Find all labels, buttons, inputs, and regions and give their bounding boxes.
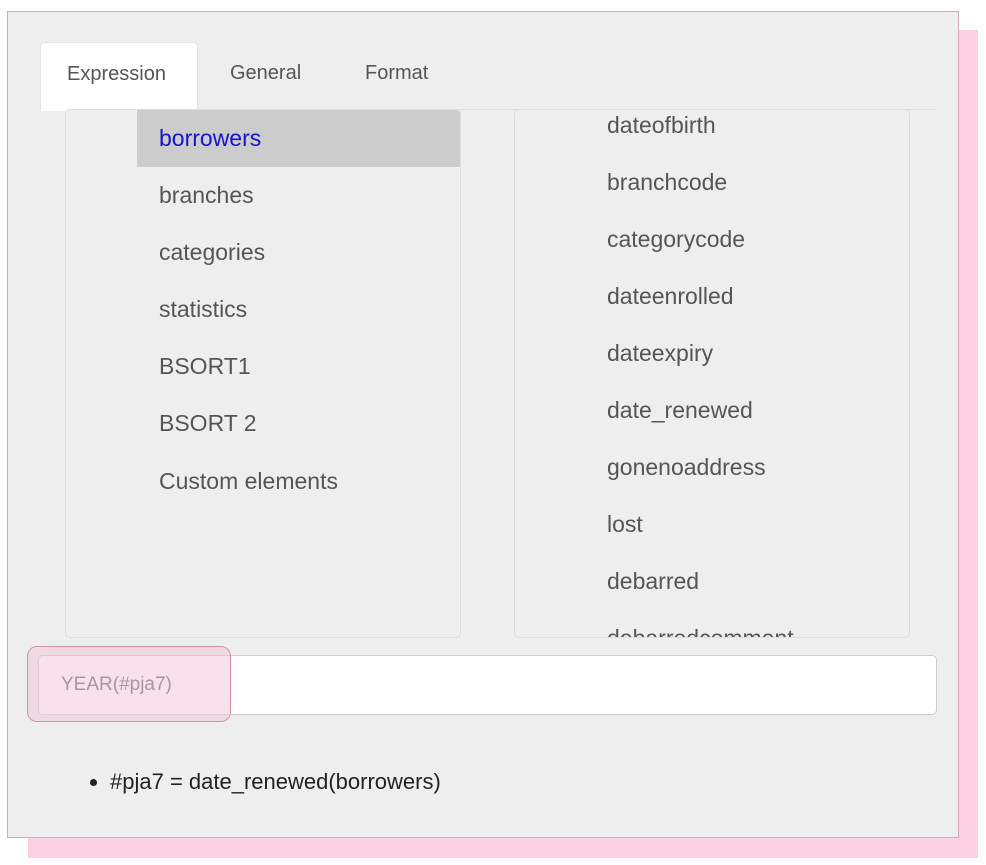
field-item-dateofbirth[interactable]: dateofbirth: [607, 112, 716, 138]
field-list[interactable]: dateofbirth branchcode categorycode date…: [514, 109, 910, 638]
table-item-custom-elements[interactable]: Custom elements: [159, 468, 338, 494]
table-item-bsort1[interactable]: BSORT1: [159, 353, 251, 379]
field-item-dateexpiry[interactable]: dateexpiry: [607, 340, 714, 366]
variable-definitions: #pja7 = date_renewed(borrowers): [88, 769, 441, 795]
tab-bar: Expression General Format: [40, 42, 936, 111]
field-item-lost[interactable]: lost: [607, 511, 643, 537]
field-item-gonenoaddress[interactable]: gonenoaddress: [607, 454, 766, 480]
field-item-debarred[interactable]: debarred: [607, 568, 700, 594]
tab-format[interactable]: Format: [365, 62, 429, 84]
table-item-statistics[interactable]: statistics: [159, 296, 248, 322]
table-list[interactable]: borrowers branches categories statistics…: [65, 109, 461, 638]
field-item-date-renewed[interactable]: date_renewed: [607, 397, 753, 423]
variable-definition-item: #pja7 = date_renewed(borrowers): [110, 769, 441, 795]
expression-editor-panel: Expression General Format borrowers bran…: [7, 11, 959, 838]
field-item-branchcode[interactable]: branchcode: [607, 169, 728, 195]
table-item-borrowers[interactable]: borrowers: [137, 110, 460, 167]
table-item-branches[interactable]: branches: [159, 182, 254, 208]
field-item-debarredcomment[interactable]: debarredcomment: [607, 625, 794, 638]
tab-expression[interactable]: Expression: [40, 42, 198, 111]
expression-input[interactable]: [38, 655, 937, 715]
field-item-categorycode[interactable]: categorycode: [607, 226, 746, 252]
field-item-dateenrolled[interactable]: dateenrolled: [607, 283, 734, 309]
table-item-bsort2[interactable]: BSORT 2: [159, 410, 257, 436]
tab-general[interactable]: General: [230, 62, 302, 84]
table-item-categories[interactable]: categories: [159, 239, 266, 265]
